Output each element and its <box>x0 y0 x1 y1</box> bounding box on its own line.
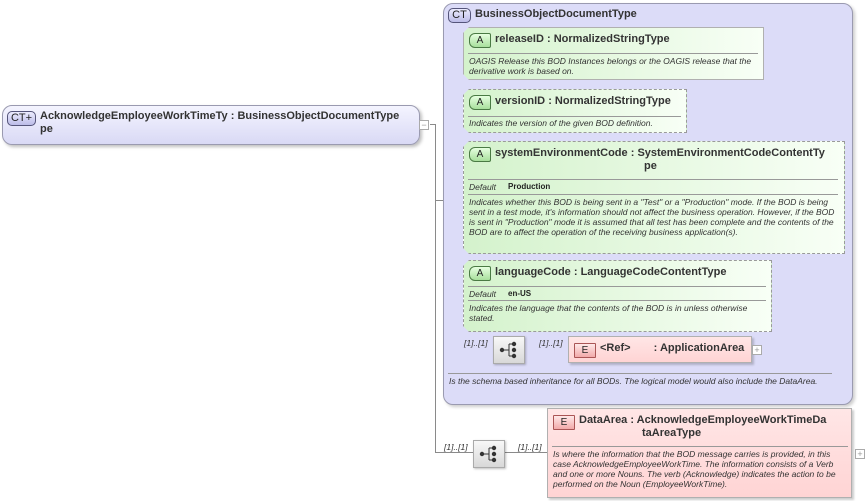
attribute-name: languageCode : LanguageCodeContentType <box>495 266 726 279</box>
element-badge: E <box>553 415 575 430</box>
attribute-description: Indicates the version of the given BOD d… <box>469 118 653 128</box>
default-label: Default <box>469 289 496 299</box>
sequence-compositor[interactable] <box>473 440 505 468</box>
multiplicity-label: [1]..[1] <box>464 338 488 348</box>
connector-root-out <box>430 124 436 125</box>
divider <box>468 116 681 117</box>
divider <box>468 286 766 287</box>
attribute-name-text: languageCode <box>495 266 571 278</box>
default-value: en-US <box>508 289 532 298</box>
attribute-type-wrap: pe <box>644 160 657 172</box>
element-data-area[interactable]: E DataArea : AcknowledgeEmployeeWorkTime… <box>547 408 852 498</box>
divider <box>468 300 766 301</box>
attribute-system-environment-code[interactable]: A systemEnvironmentCode : SystemEnvironm… <box>463 141 845 254</box>
element-name: DataArea : AcknowledgeEmployeeWorkTimeDa… <box>579 414 849 440</box>
divider <box>468 179 838 180</box>
attribute-name: systemEnvironmentCode : SystemEnvironmen… <box>495 147 840 173</box>
sequence-compositor[interactable] <box>493 336 525 364</box>
divider <box>552 446 848 447</box>
attribute-badge: A <box>469 95 491 110</box>
element-description: Is where the information that the BOD me… <box>553 449 836 489</box>
attribute-name-text: systemEnvironmentCode <box>495 147 628 159</box>
connector-root-seq-out <box>503 452 547 453</box>
attribute-badge: A <box>469 147 491 162</box>
attribute-description: Indicates whether this BOD is being sent… <box>469 197 835 237</box>
element-ref-text: <Ref> <box>600 342 631 354</box>
element-type-wrap: taAreaType <box>642 427 702 439</box>
attribute-name-text: versionID <box>495 95 546 107</box>
attribute-name: versionID : NormalizedStringType <box>495 95 671 108</box>
complex-type-extension-badge: CT+ <box>7 111 36 126</box>
attribute-version-id[interactable]: A versionID : NormalizedStringType Indic… <box>463 89 687 133</box>
attribute-name-text: releaseID <box>495 33 544 45</box>
base-type-title: BusinessObjectDocumentType <box>475 8 637 20</box>
divider <box>468 194 838 195</box>
element-name-text: DataArea <box>579 414 628 426</box>
expand-toggle-icon[interactable]: + <box>752 345 762 355</box>
attribute-type-text: : LanguageCodeContentType <box>573 266 727 278</box>
base-type-description: Is the schema based inheritance for all … <box>449 376 818 386</box>
attribute-description: Indicates the language that the contents… <box>469 303 748 323</box>
root-type: : BusinessObjectDocumentType <box>230 110 400 122</box>
sequence-icon <box>499 341 517 359</box>
element-badge: E <box>574 343 596 358</box>
collapse-toggle-icon[interactable]: − <box>419 120 429 130</box>
root-name-wrap: pe <box>40 123 53 135</box>
multiplicity-label: [1]..[1] <box>539 338 563 348</box>
divider <box>448 373 832 374</box>
attribute-type-text: : NormalizedStringType <box>547 33 670 45</box>
multiplicity-label: [1]..[1] <box>518 442 542 452</box>
attribute-badge: A <box>469 33 491 48</box>
connector-to-root-seq <box>435 452 473 453</box>
attribute-type-text: : NormalizedStringType <box>548 95 671 107</box>
attribute-release-id[interactable]: A releaseID : NormalizedStringType OAGIS… <box>463 27 764 80</box>
multiplicity-label: [1]..[1] <box>444 442 468 452</box>
connector-to-base <box>435 200 443 201</box>
element-type-text: : AcknowledgeEmployeeWorkTimeDa <box>630 414 827 426</box>
attribute-name: releaseID : NormalizedStringType <box>495 33 670 46</box>
connector-root-vertical <box>435 124 436 453</box>
attribute-type-text: : SystemEnvironmentCodeContentTy <box>630 147 825 159</box>
element-application-area[interactable]: E <Ref> : ApplicationArea <box>568 336 752 363</box>
default-label: Default <box>469 182 496 192</box>
expand-toggle-icon[interactable]: + <box>855 449 865 459</box>
divider <box>468 53 758 54</box>
root-name: AcknowledgeEmployeeWorkTimeTy <box>40 110 228 122</box>
default-value: Production <box>508 182 551 191</box>
attribute-badge: A <box>469 266 491 281</box>
attribute-description: OAGIS Release this BOD Instances belongs… <box>469 56 752 76</box>
attribute-language-code[interactable]: A languageCode : LanguageCodeContentType… <box>463 260 772 332</box>
root-complex-type[interactable]: CT+ AcknowledgeEmployeeWorkTimeTy : Busi… <box>2 105 420 145</box>
element-type-text: : ApplicationArea <box>653 342 745 354</box>
complex-type-badge: CT <box>448 8 471 23</box>
element-name: <Ref> : ApplicationArea <box>600 342 744 355</box>
root-type-title: AcknowledgeEmployeeWorkTimeTy : Business… <box>40 110 420 136</box>
sequence-icon <box>479 445 497 463</box>
